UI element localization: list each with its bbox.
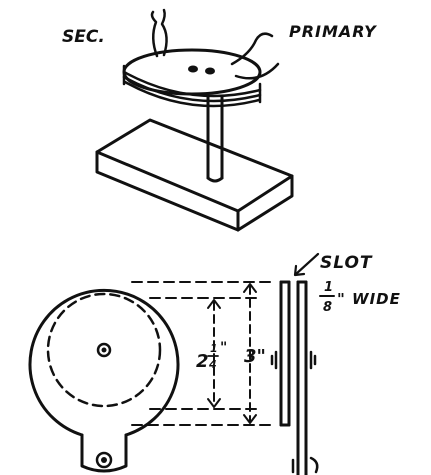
slot-callout-arrow	[293, 252, 320, 277]
projection-lines	[131, 281, 273, 426]
svg-text:4: 4	[208, 358, 217, 371]
clamp-nuts	[270, 350, 319, 474]
svg-text:" WIDE: " WIDE	[337, 290, 401, 308]
slot-label: SLOT	[320, 253, 373, 273]
center-hole	[96, 342, 112, 358]
svg-text:2: 2	[196, 351, 209, 372]
inner-dashed-circle	[46, 292, 162, 408]
coil-on-stand-illustration: SEC. PRIMARY	[62, 8, 377, 232]
svg-text:": "	[220, 340, 227, 356]
disc-detail-drawing: 2 1 4 " 3"	[28, 252, 401, 475]
disc-outline	[28, 288, 180, 437]
terminal-holes	[188, 65, 215, 75]
secondary-lead-wires	[150, 8, 168, 58]
secondary-label: SEC.	[62, 27, 105, 47]
primary-label: PRIMARY	[289, 22, 377, 41]
slotted-strip	[279, 280, 308, 475]
svg-text:1: 1	[210, 342, 218, 355]
mounting-tab	[80, 433, 128, 473]
inner-dimension-line	[207, 299, 221, 408]
mounting-hole	[95, 451, 113, 469]
inner-dimension-label: 2 1 4 "	[196, 340, 227, 372]
coil-top-disc	[122, 48, 262, 96]
slot-width-label: 1 8 " WIDE	[319, 280, 401, 315]
svg-text:8: 8	[323, 300, 332, 315]
outer-dimension-label: 3"	[244, 346, 266, 367]
support-post	[206, 94, 224, 183]
base-block	[95, 118, 294, 232]
svg-text:1: 1	[324, 280, 333, 295]
primary-lead-wires	[230, 32, 280, 80]
outer-dimension-line	[243, 283, 257, 424]
